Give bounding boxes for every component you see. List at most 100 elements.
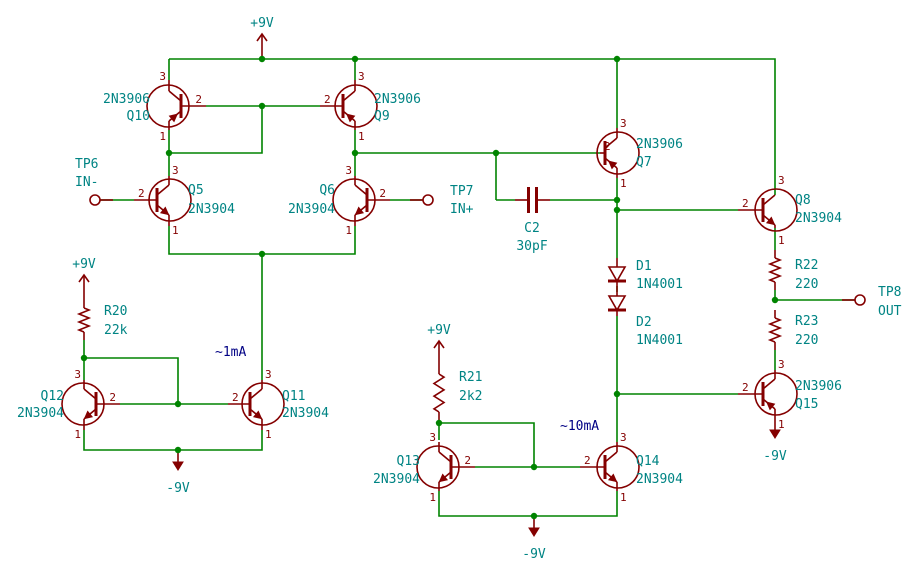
junction-dot <box>258 250 266 258</box>
ref-label-q15: Q15 <box>795 397 818 412</box>
pin-number: 2 <box>379 187 386 200</box>
power-pos-symbol <box>433 339 445 366</box>
ref-value-d1: 1N4001 <box>636 277 683 292</box>
testpoint-connector <box>410 194 434 206</box>
ref-label-q5: Q5 <box>188 183 204 198</box>
pin-number: 1 <box>358 130 365 143</box>
testpoint-tp6-label: IN- <box>75 175 98 190</box>
ref-value-r23: 220 <box>795 333 818 348</box>
testpoint-tp8-label: OUT <box>878 304 902 319</box>
pin-number: 3 <box>620 431 627 444</box>
supply-label: +9V <box>427 323 451 338</box>
ref-label-q10: Q10 <box>127 109 150 124</box>
pin-number: 3 <box>159 70 166 83</box>
ref-value-d2: 1N4001 <box>636 333 683 348</box>
pin-number: 1 <box>778 418 785 431</box>
testpoint-connector <box>89 194 113 206</box>
ref-value-q7: 2N3906 <box>636 137 683 152</box>
testpoint-tp7-label: IN+ <box>450 202 474 217</box>
pin-number: 2 <box>742 381 749 394</box>
junction-dot <box>174 400 182 408</box>
ref-label-r23: R23 <box>795 314 818 329</box>
transistor-q15 <box>738 370 798 418</box>
current-annotation-1mA: ~1mA <box>215 345 246 360</box>
resistor-r23 <box>767 310 783 350</box>
pin-number: 1 <box>159 130 166 143</box>
ref-label-r22: R22 <box>795 258 818 273</box>
pin-number: 3 <box>345 164 352 177</box>
ref-label-q13: Q13 <box>397 454 420 469</box>
diode-d1 <box>607 258 627 290</box>
diode-d2 <box>607 290 627 316</box>
ref-label-d2: D2 <box>636 315 652 330</box>
pin-number: 1 <box>172 224 179 237</box>
ref-label-q8: Q8 <box>795 193 811 208</box>
transistor-q12 <box>61 380 120 430</box>
pin-number: 2 <box>604 140 611 153</box>
ref-label-q7: Q7 <box>636 155 652 170</box>
ref-value-q11: 2N3904 <box>282 406 329 421</box>
ref-value-r20: 22k <box>104 323 128 338</box>
junction-dot <box>435 419 443 427</box>
pin-number: 1 <box>265 428 272 441</box>
ref-value-q5: 2N3904 <box>188 202 235 217</box>
transistor-q10 <box>146 80 206 130</box>
wire <box>439 422 535 467</box>
supply-label: -9V <box>522 547 546 562</box>
ref-value-q8: 2N3904 <box>795 211 842 226</box>
ref-value-q15: 2N3906 <box>795 379 842 394</box>
power-pos-symbol <box>256 32 268 59</box>
wire <box>169 106 263 154</box>
ref-label-q12: Q12 <box>41 389 64 404</box>
ref-label-q11: Q11 <box>282 389 305 404</box>
ref-value-c2: 30pF <box>516 239 547 254</box>
ref-value-r21: 2k2 <box>459 389 482 404</box>
pin-number: 2 <box>195 93 202 106</box>
supply-label: +9V <box>72 257 96 272</box>
junction-dot <box>492 149 500 157</box>
pin-number: 1 <box>429 491 436 504</box>
pin-number: 1 <box>620 491 627 504</box>
junction-dot <box>530 512 538 520</box>
pin-number: 2 <box>232 391 239 404</box>
junction-dot <box>530 463 538 471</box>
wire <box>438 491 618 517</box>
transistor-q7 <box>596 128 640 178</box>
ref-label-r20: R20 <box>104 304 127 319</box>
transistor-q8 <box>738 188 798 232</box>
ref-value-q9-ref: Q9 <box>374 109 390 124</box>
junction-dot <box>351 149 359 157</box>
pin-number: 3 <box>358 70 365 83</box>
junction-dot <box>771 296 779 304</box>
pin-number: 2 <box>464 454 471 467</box>
wire <box>168 226 356 255</box>
pin-number: 3 <box>74 368 81 381</box>
pin-number: 3 <box>172 164 179 177</box>
components <box>61 32 866 537</box>
ref-label-c2: C2 <box>524 221 540 236</box>
pin-number: 1 <box>74 428 81 441</box>
transistor-q14 <box>580 442 640 491</box>
ref-label-d1: D1 <box>636 259 652 274</box>
resistor-r20 <box>76 300 92 340</box>
capacitor-c2 <box>515 187 550 213</box>
wires <box>83 58 855 517</box>
pin-number: 1 <box>778 234 785 247</box>
ref-value-q9: 2N3906 <box>374 92 421 107</box>
wire <box>83 430 263 451</box>
ref-value-q6: 2N3904 <box>288 202 335 217</box>
junctions <box>80 55 779 520</box>
power-pos-symbol <box>78 273 90 300</box>
ref-value-q12: 2N3904 <box>17 406 64 421</box>
pin-number: 2 <box>324 93 331 106</box>
supply-label: -9V <box>166 481 190 496</box>
ref-value-q14: 2N3904 <box>636 472 683 487</box>
pin-number: 3 <box>265 368 272 381</box>
pin-number: 1 <box>620 177 627 190</box>
labels: 231231231231231231231231231231231+9V+9V+… <box>17 16 902 562</box>
ref-value-q10: 2N3906 <box>103 92 150 107</box>
power-neg-symbol <box>769 418 781 439</box>
current-annotation-10mA: ~10mA <box>560 419 599 434</box>
resistor-r21 <box>432 366 446 420</box>
